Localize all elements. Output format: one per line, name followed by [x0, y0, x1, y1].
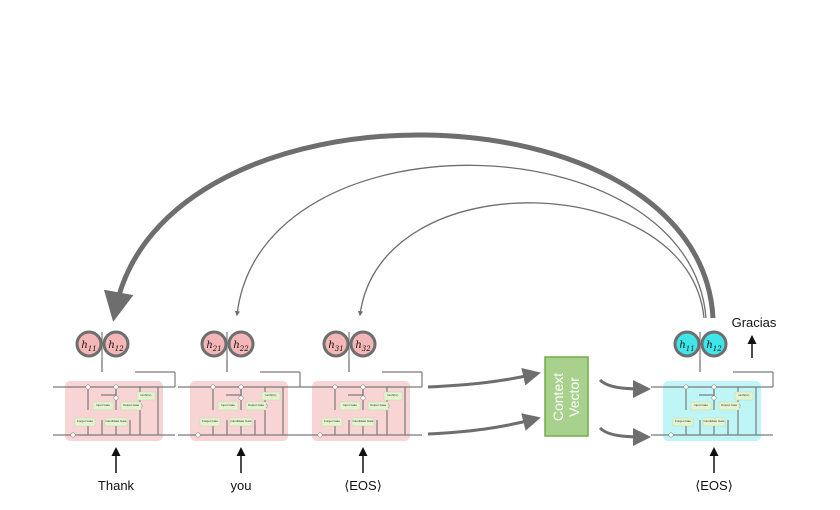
hidden-label-sub: 31 — [335, 345, 344, 353]
svg-text:h12: h12 — [108, 340, 124, 353]
svg-text:h22: h22 — [233, 340, 249, 353]
hidden-label-sub: 12 — [115, 345, 124, 353]
hidden-state-h21: h21 — [200, 330, 228, 358]
gate-label-tanh: tanh(Cₜ) — [266, 393, 277, 397]
gate-label-tanh: tanh(Cₜ) — [388, 393, 399, 397]
svg-text:h32: h32 — [355, 340, 371, 353]
input-word: ⟨EOS⟩ — [344, 478, 382, 493]
gate-label-candidate: Candidate Gate — [105, 419, 126, 423]
context-to-decoder-arrow-top — [598, 378, 651, 398]
encoder-to-context-arrow-bottom — [427, 413, 541, 436]
encoder-to-context-arrow-top — [427, 367, 541, 389]
attention-arc-weak-3 — [357, 202, 705, 319]
hidden-state-h12: h12 — [700, 330, 728, 358]
hidden-label-base: h — [679, 340, 685, 351]
hidden-label-base: h — [706, 340, 712, 351]
hidden-state-h11: h11 — [75, 330, 103, 358]
lstm-cell-body — [65, 381, 163, 441]
output-word: Gracias — [732, 315, 777, 330]
gate-label-candidate: Candidate Gate — [352, 419, 373, 423]
gate-label-forget: Forget Gate — [77, 419, 93, 423]
gate-label-candidate: Candidate Gate — [703, 419, 724, 423]
context-to-decoder-arrow-bottom — [598, 426, 651, 446]
hidden-state-h12: h12 — [102, 330, 130, 358]
hidden-state-h32: h32 — [349, 330, 377, 358]
hidden-state-h22: h22 — [227, 330, 255, 358]
gate-label-output: Output Gate — [721, 403, 738, 407]
hidden-state-h31: h31 — [322, 330, 350, 358]
gate-label-forget: Forget Gate — [202, 419, 218, 423]
input-word: Thank — [98, 478, 135, 493]
input-word: ⟨EOS⟩ — [695, 478, 733, 493]
lstm-cell-body — [190, 381, 288, 441]
context-vector: Context Vector — [544, 356, 589, 437]
hidden-label-sub: 11 — [686, 345, 695, 353]
gate-label-tanh: tanh(Cₜ) — [739, 393, 750, 397]
context-label-line1: Context — [550, 373, 566, 421]
gate-label-input: Input Gate — [694, 403, 708, 407]
hidden-label-sub: 12 — [713, 345, 722, 353]
lstm-cell-body — [312, 381, 410, 441]
gate-label-tanh: tanh(Cₜ) — [141, 393, 152, 397]
hidden-label-base: h — [108, 340, 114, 351]
svg-text:h31: h31 — [328, 340, 343, 353]
attention-arc-weak-2 — [234, 164, 707, 319]
hidden-label-sub: 21 — [212, 345, 222, 353]
hidden-label-base: h — [206, 340, 212, 351]
context-label-line2: Vector — [566, 377, 582, 417]
hidden-label-base: h — [81, 340, 87, 351]
hidden-label-sub: 11 — [88, 345, 97, 353]
hidden-label-base: h — [328, 340, 334, 351]
gate-label-input: Input Gate — [221, 403, 235, 407]
attention-arc-strong — [103, 132, 716, 322]
lstm-cell-body — [663, 381, 761, 441]
gate-label-forget: Forget Gate — [324, 419, 340, 423]
hidden-label-base: h — [233, 340, 239, 351]
hidden-state-h11: h11 — [673, 330, 701, 358]
gate-label-input: Input Gate — [96, 403, 110, 407]
svg-text:h21: h21 — [206, 340, 221, 353]
hidden-label-sub: 32 — [362, 345, 371, 353]
input-word: you — [231, 478, 252, 493]
svg-text:h12: h12 — [706, 340, 722, 353]
gate-label-candidate: Candidate Gate — [230, 419, 251, 423]
gate-label-output: Output Gate — [123, 403, 140, 407]
gate-label-forget: Forget Gate — [675, 419, 691, 423]
hidden-label-sub: 22 — [239, 345, 249, 353]
gate-label-output: Output Gate — [370, 403, 387, 407]
svg-text:h11: h11 — [679, 340, 694, 353]
gate-label-input: Input Gate — [343, 403, 357, 407]
svg-text:h11: h11 — [81, 340, 96, 353]
hidden-label-base: h — [355, 340, 361, 351]
gate-label-output: Output Gate — [248, 403, 265, 407]
